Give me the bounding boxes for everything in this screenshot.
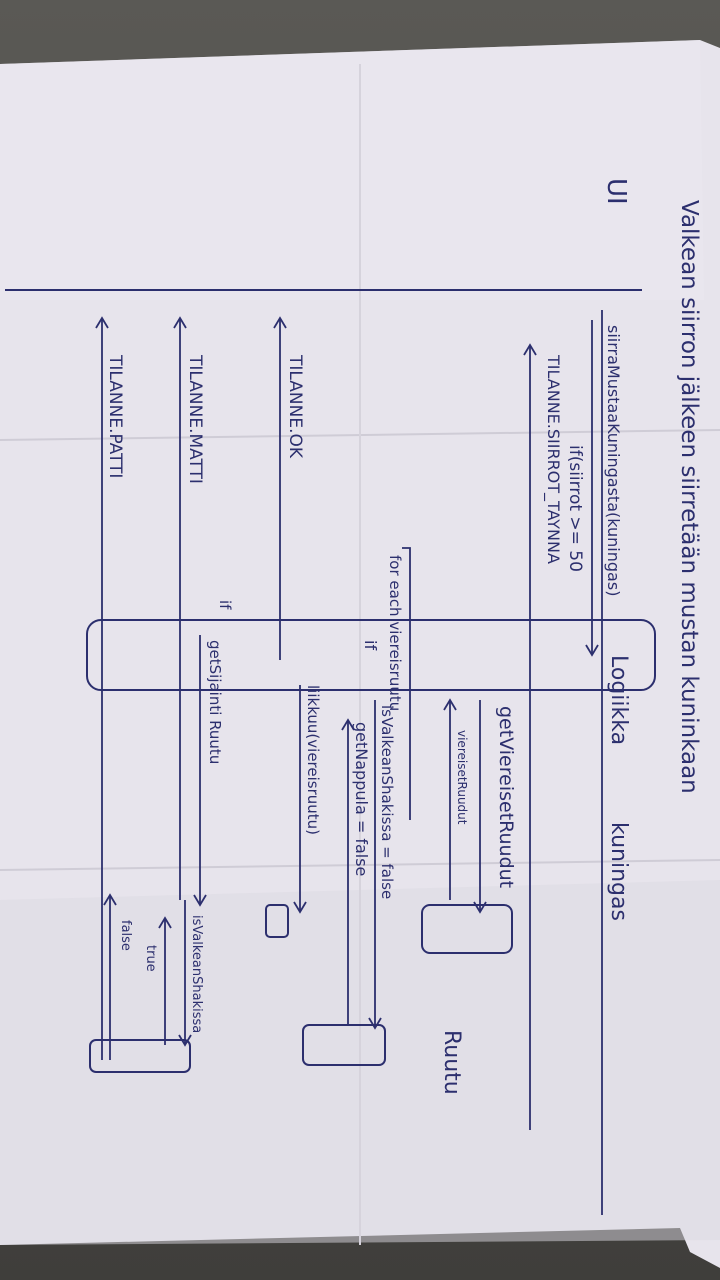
participant-kuningas: kuningas xyxy=(606,822,631,921)
msg-tilanne-patti: TILANNE.PATTI xyxy=(105,354,125,478)
activation-kuningas xyxy=(421,904,513,954)
activation-ruutu-2 xyxy=(89,1039,191,1073)
participant-ui: UI xyxy=(601,178,631,205)
msg-false: false xyxy=(118,920,133,951)
activation-ruutu xyxy=(302,1024,386,1066)
diagram-title: Valkean siirron jälkeen siirretään musta… xyxy=(676,200,702,794)
msg-if-siirrot: if(siirrot >= 50 xyxy=(565,445,585,572)
activation-kuningas-2 xyxy=(265,904,289,938)
msg-getnappula: getNappula = false xyxy=(352,722,371,876)
msg-if-2: if xyxy=(216,600,234,610)
msg-getsijainti: getSijainti Ruutu xyxy=(206,640,224,764)
msg-tilanne-ok: TILANNE.OK xyxy=(285,354,305,459)
participant-ruutu: Ruutu xyxy=(439,1030,464,1095)
msg-isvalkean: isValkeanShakissa xyxy=(189,915,204,1033)
participant-logiikka: Logiikka xyxy=(606,655,631,745)
msg-isvalkean-false: isValkeanShakissa = false xyxy=(378,705,396,899)
msg-getviereiset: getViereisetRuudut xyxy=(495,706,517,888)
msg-viereiset-return: viereisetRuudut xyxy=(455,730,469,825)
msg-for-each: for each viereisruutu xyxy=(386,555,404,711)
msg-siirrot-taynna: TILANNE.SIIRROT_TAYNNA xyxy=(543,354,563,564)
msg-if-1: if xyxy=(361,640,380,650)
msg-siirra: siirraMustaaKuningasta(kuningas) xyxy=(604,325,623,596)
msg-liikkuu: liikkuu(viereisruutu) xyxy=(304,685,322,835)
msg-true: true xyxy=(143,945,158,972)
activation-logiikka xyxy=(86,619,656,691)
msg-tilanne-matti: TILANNE.MATTI xyxy=(185,354,205,484)
